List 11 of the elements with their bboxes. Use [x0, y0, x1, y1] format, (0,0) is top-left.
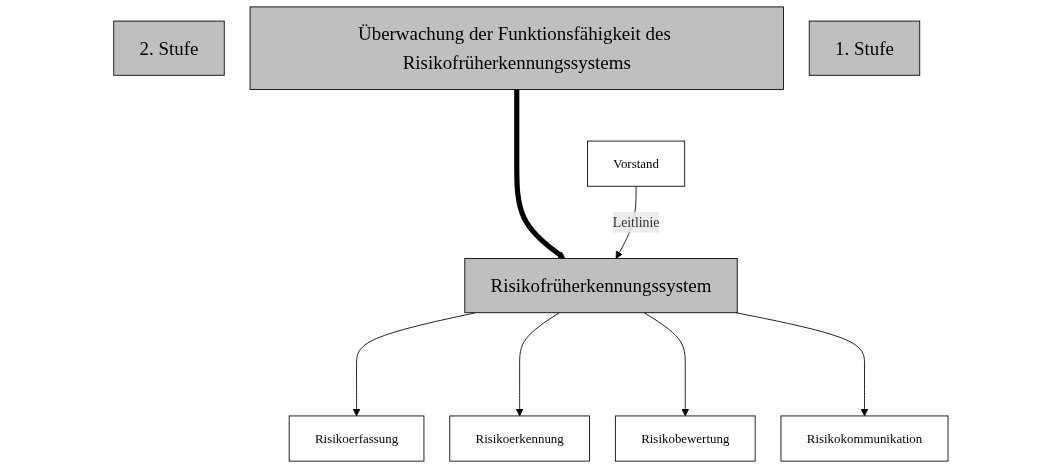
node-box: Risikofrüherkennungssystem [463, 258, 738, 314]
node-box: 2. Stufe [112, 20, 225, 76]
node-box: Vorstand [586, 140, 685, 187]
node-box: Risikoerfassung [288, 415, 424, 462]
node-box: Risikoerkennung [448, 415, 590, 462]
node-box: 1. Stufe [808, 20, 920, 76]
arrow [513, 89, 565, 259]
node-box: Risikokommunikation [780, 415, 949, 462]
node-box: Überwachung der Funktionsfähigkeit des Risikofrüherkennungssystems [249, 6, 784, 90]
edge-label: Leitlinie [612, 214, 659, 230]
node-box: Risikobewertung [614, 415, 756, 462]
